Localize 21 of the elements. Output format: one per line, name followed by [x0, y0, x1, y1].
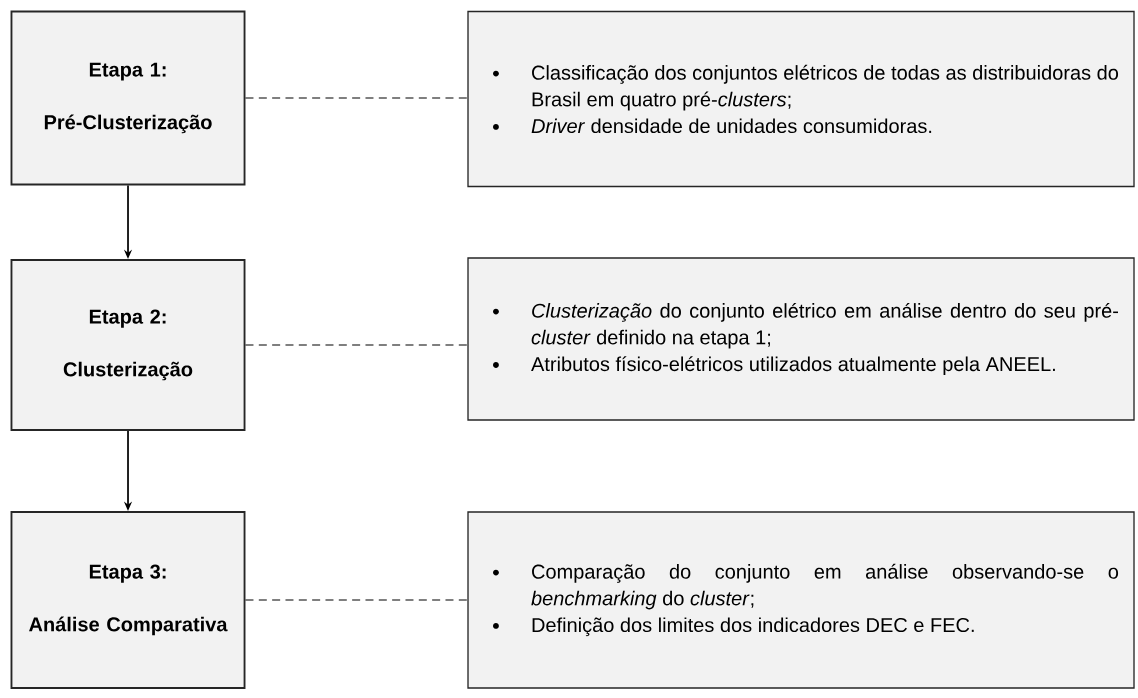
- step-title: Análise Comparativa: [29, 616, 228, 636]
- step-heading: Etapa 1:: [89, 62, 166, 81]
- step-heading: Etapa 3:: [89, 564, 166, 583]
- step-heading: Etapa 2:: [89, 309, 166, 328]
- detail-box: [467, 511, 1135, 689]
- dashed-connector: [244, 599, 468, 601]
- dashed-connector: [244, 97, 468, 99]
- step-box: [10, 10, 246, 186]
- bullet-item: Classificação dos conjuntos elétricos de todas as distribuidoras do Brasil em quatro pré-clusters;: [493, 64, 1119, 111]
- step-title: Clusterização: [63, 361, 193, 381]
- bullet-item: Clusterização do conjunto elétrico em análise dentro do seu pré-cluster definido na etapa 1;: [493, 302, 1118, 349]
- dashed-connector: [244, 344, 468, 346]
- step-box: [10, 511, 246, 689]
- bullet-item: Definição dos limites dos indicadores DEC e FEC.: [493, 617, 974, 637]
- bullet-item: Driver densidade de unidades consumidoras.: [493, 118, 932, 134]
- bullet-item: Atributos físico-elétricos utilizados atualmente pela ANEEL.: [493, 356, 1055, 376]
- detail-box: [467, 10, 1135, 188]
- step-box: [10, 259, 246, 431]
- step-title: Pré-Clusterização: [44, 114, 212, 134]
- bullet-item: Comparação do conjunto em análise observando-se o benchmarking do cluster;: [493, 563, 1119, 610]
- detail-box: [467, 257, 1135, 421]
